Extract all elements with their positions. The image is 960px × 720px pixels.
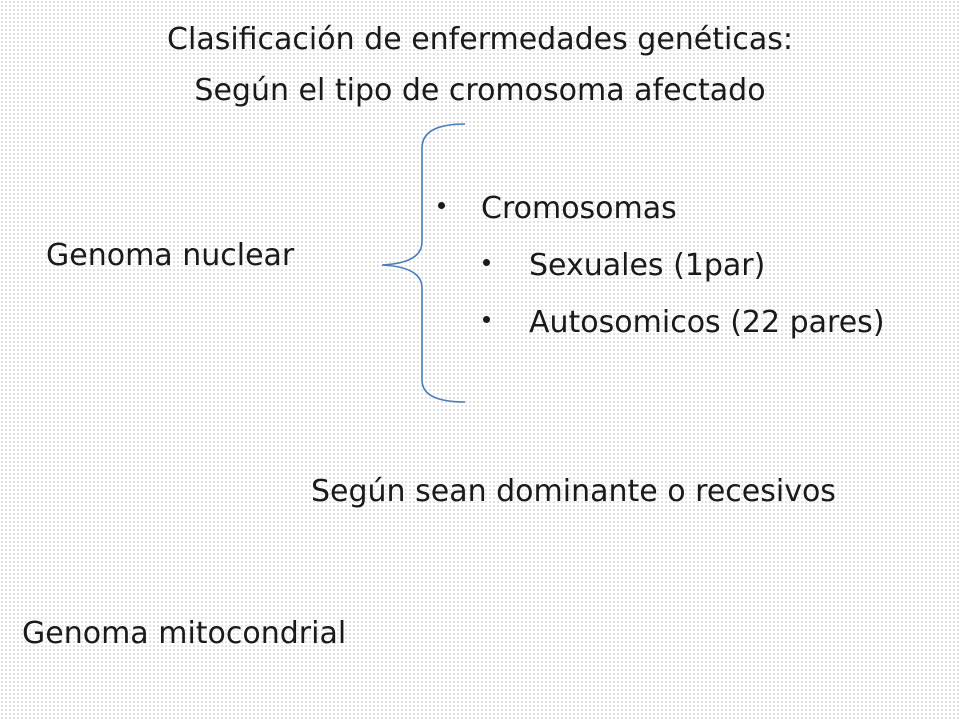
mitochondrial-genome-label: Genoma mitocondrial [22, 616, 347, 651]
list-item-label: Cromosomas [481, 191, 677, 226]
curly-brace-path [381, 123, 466, 403]
slide-title: Clasificación de enfermedades genéticas:… [0, 14, 960, 116]
title-line-1: Clasificación de enfermedades genéticas: [167, 22, 793, 57]
list-item-label: Autosomicos (22 pares) [529, 305, 885, 340]
nuclear-genome-label: Genoma nuclear [46, 238, 295, 273]
bullet-dot [483, 316, 490, 323]
curly-brace [381, 123, 466, 403]
title-line-2: Según el tipo de cromosoma afectado [194, 73, 766, 108]
list-item-label: Sexuales (1par) [529, 248, 766, 283]
dominance-label: Según sean dominante o recesivos [311, 474, 836, 509]
bullet-dot [483, 259, 490, 266]
bullet-dot [438, 202, 445, 209]
